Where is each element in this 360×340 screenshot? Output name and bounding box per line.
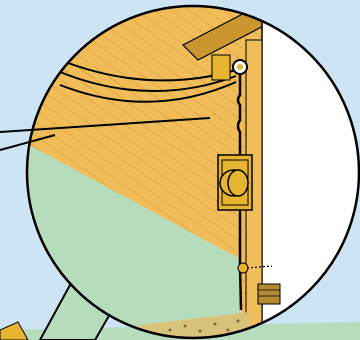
foundation-gravel xyxy=(140,312,250,338)
roof-corner xyxy=(0,321,29,340)
magnified-view xyxy=(27,6,359,338)
ground-rod-icon xyxy=(237,262,273,274)
gravel-dots xyxy=(168,319,240,333)
magnifier-bubble-outline xyxy=(25,4,360,340)
callout-leader-line xyxy=(0,117,211,151)
service-insulator-icon xyxy=(211,54,248,81)
electric-meter-icon xyxy=(217,154,253,211)
foundation-block xyxy=(257,283,281,305)
service-conductor xyxy=(236,74,243,311)
